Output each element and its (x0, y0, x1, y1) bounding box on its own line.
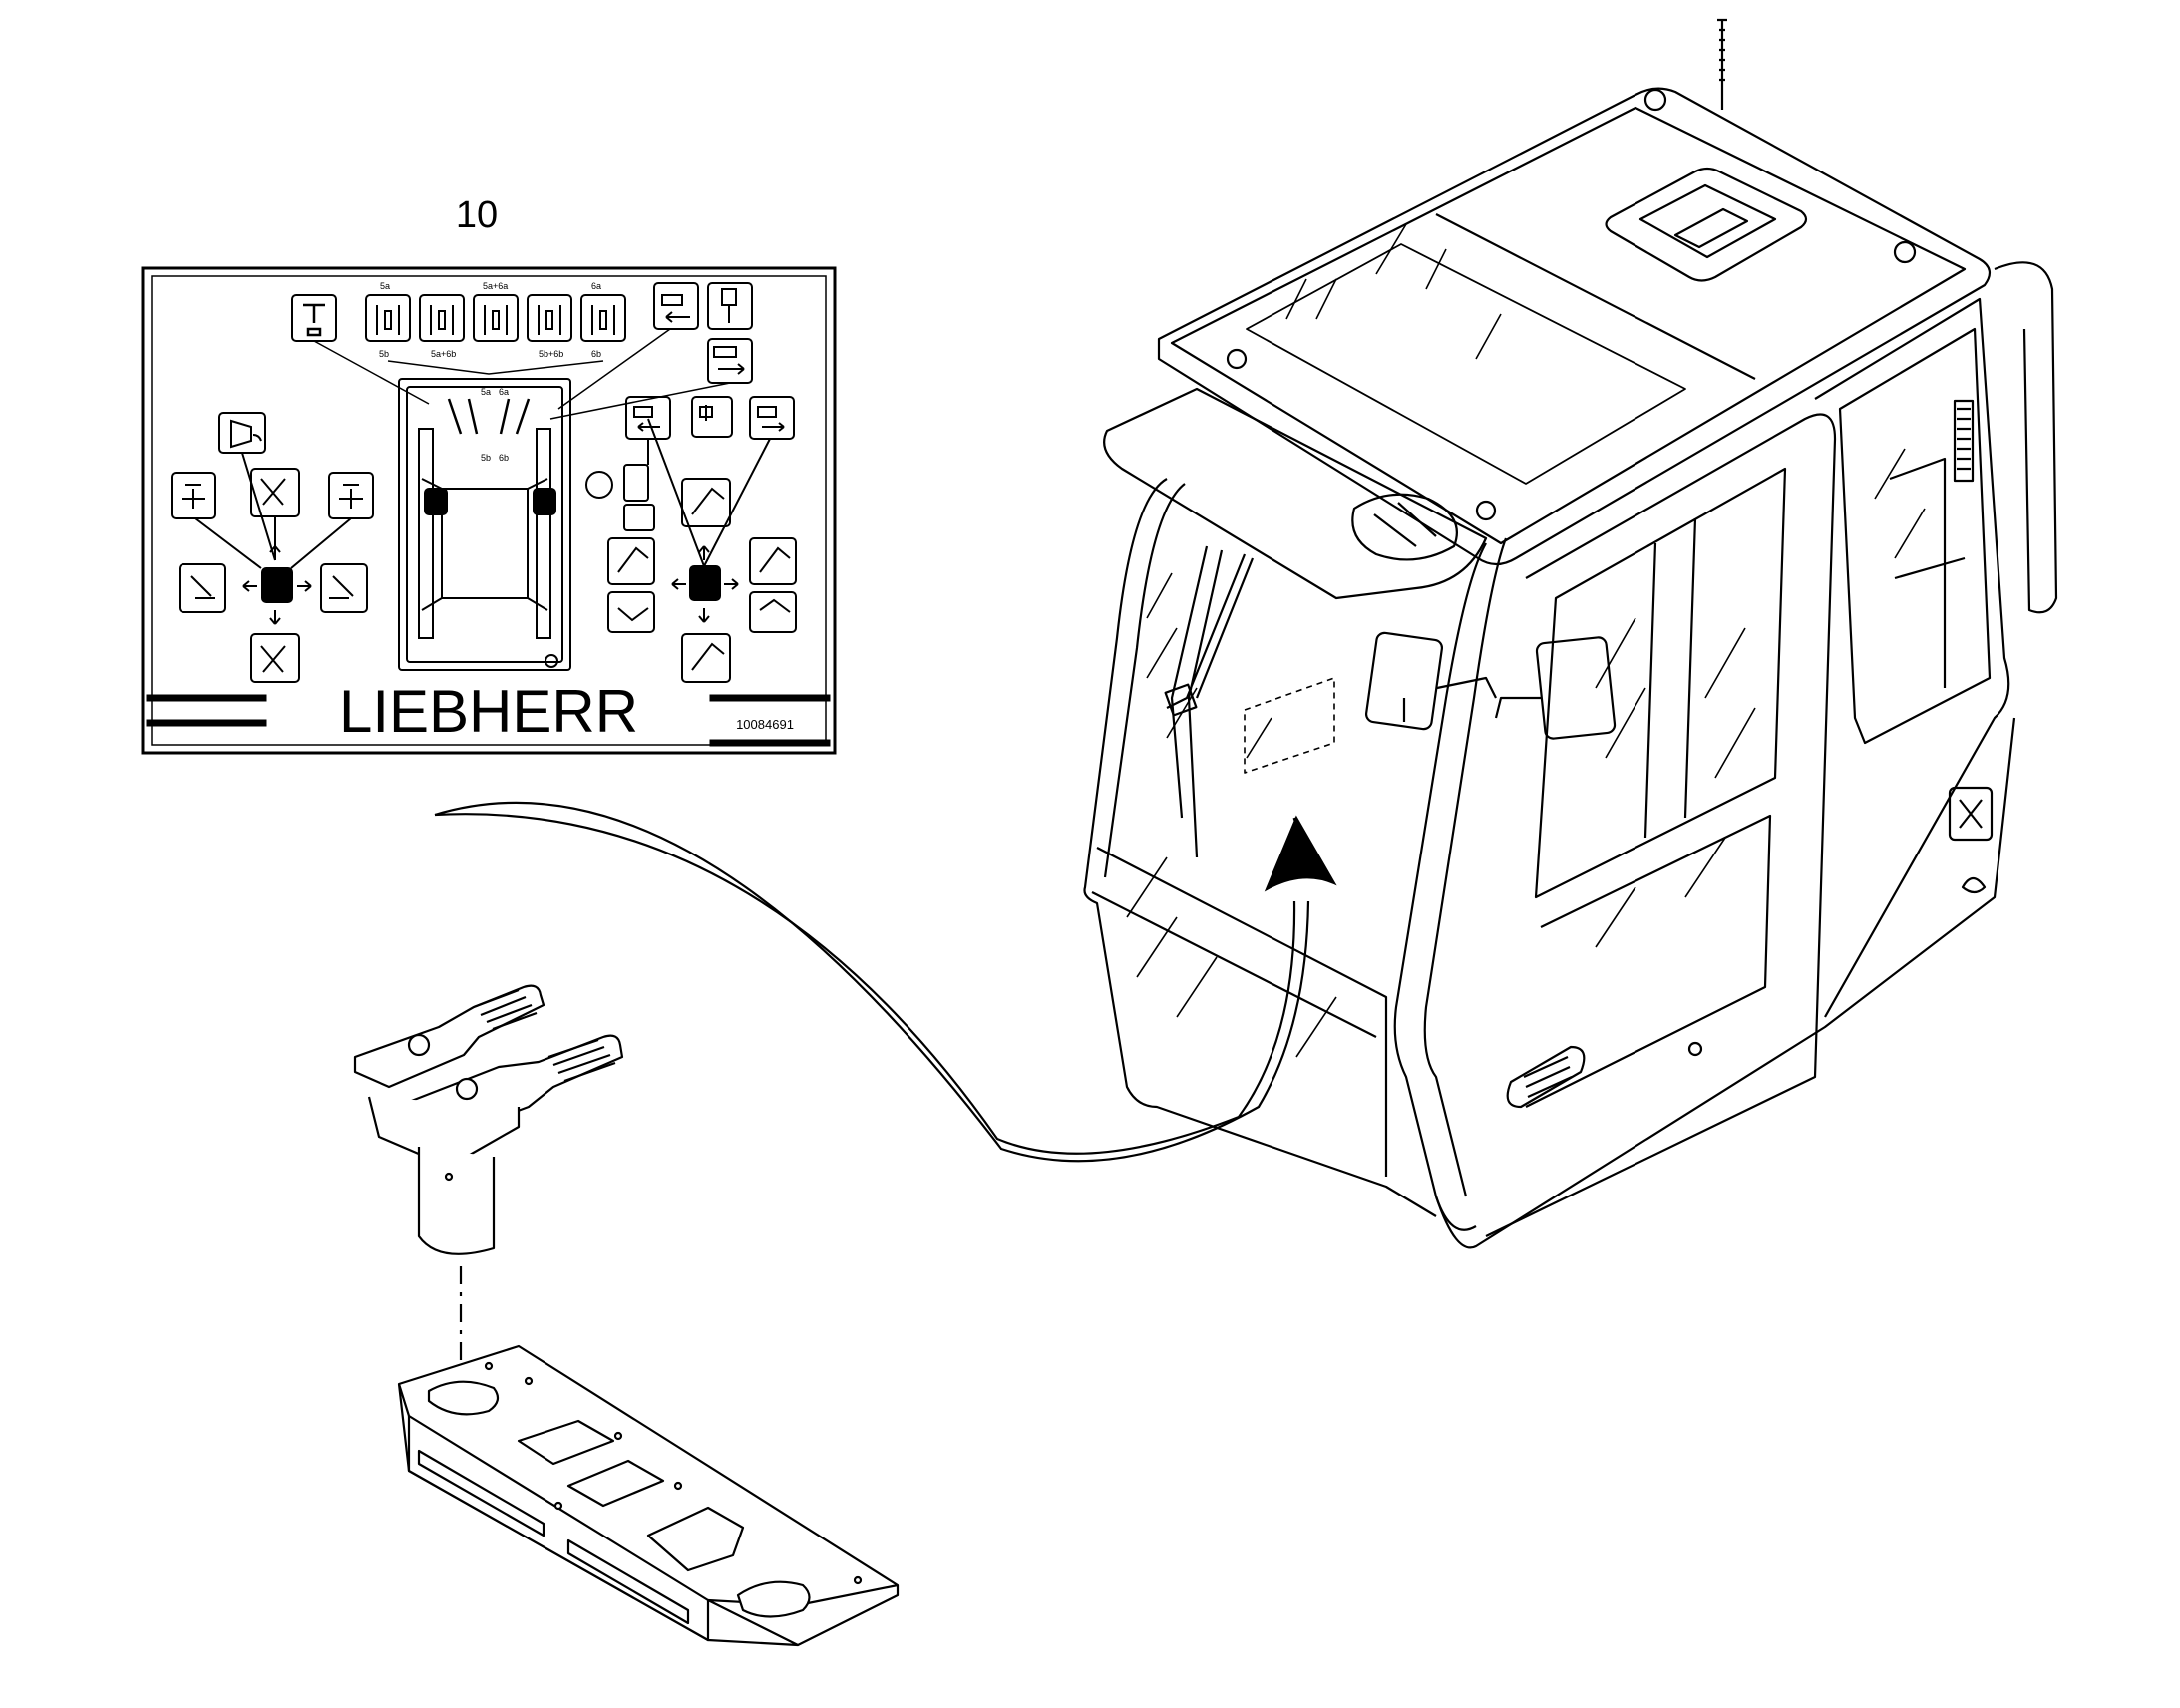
tiny-label: 5b (481, 453, 491, 463)
pedal-post (417, 1147, 496, 1255)
connector-lines (313, 328, 731, 420)
cab-rear-side (1814, 297, 2010, 1018)
symbol-boom-right-icon (320, 563, 368, 613)
tiny-label: 5a (481, 387, 491, 397)
brand-logo-text: LIEBHERR (339, 678, 638, 745)
symbol-cylinder-left2-icon (691, 396, 733, 438)
symbol-bucket-left-icon (607, 537, 655, 585)
grab-handle (1994, 261, 2058, 614)
tiny-label: 6b (591, 349, 601, 359)
front-window-frame (1083, 478, 1437, 1217)
tiny-label: 6b (499, 453, 509, 463)
symbol-boom-lower-icon (681, 633, 731, 683)
windshield-wiper (1166, 545, 1255, 858)
lift-eye (1226, 348, 1248, 370)
top-tiny-labels: 5a 5a+6a 6a 5b 5a+6b 5b+6b 6b (379, 281, 601, 359)
symbol-cylinder-right-icon (749, 396, 795, 440)
callout-number: 10 (456, 194, 498, 236)
symbol-stick-in-icon (250, 468, 300, 517)
symbol-boom-left-icon (179, 563, 226, 613)
symbol-bucket-close-icon (749, 591, 797, 633)
roof-hatch (1605, 167, 1808, 282)
symbol-aux-horizontal-icon (623, 504, 655, 531)
tiny-label: 5b (379, 349, 389, 359)
tiny-label: 6a (591, 281, 601, 291)
door-handle (1506, 1045, 1586, 1109)
decal-bar (146, 719, 267, 727)
symbol-cylinder-vertical-icon (707, 282, 753, 330)
tiny-label: 5a+6a (483, 281, 508, 291)
pedal-assembly (353, 984, 624, 1396)
machine-top-view (398, 378, 571, 671)
symbol-stick-out-icon (250, 633, 300, 683)
tiny-label: 5a (380, 281, 390, 291)
pedal-left (353, 984, 545, 1089)
part-number: 10084691 (736, 717, 794, 732)
tiny-label: 6a (499, 387, 509, 397)
cab-door (1485, 413, 1837, 1237)
symbol-cylinder-retract-icon (653, 282, 699, 330)
left-joystick-icon (261, 567, 293, 603)
decal-border-inner (151, 275, 827, 746)
symbol-track-reverse-icon (580, 294, 626, 342)
symbol-bucket-stick-icon (681, 478, 731, 527)
symbol-track-counter-icon (527, 294, 572, 342)
symbol-track-turn-icon (419, 294, 465, 342)
decal-bar (709, 694, 831, 702)
right-mirror (1535, 636, 1617, 740)
symbol-track-both-icon (473, 294, 519, 342)
leader-arrowhead (1264, 815, 1337, 892)
tiny-label: 5a+6b (431, 349, 456, 359)
operator-cab (1083, 18, 2058, 1249)
decal-bar (709, 739, 831, 747)
symbol-bucket-open-icon (607, 591, 655, 633)
rear-badge (1948, 786, 1994, 842)
lift-eye (1475, 500, 1497, 521)
tiny-label: 5b+6b (539, 349, 563, 359)
decal-border-outer (141, 266, 837, 755)
decal-location-outline (1244, 677, 1335, 774)
symbol-aux-vertical-icon (623, 464, 649, 502)
lift-eye (1643, 88, 1667, 112)
right-joystick-diagram (585, 396, 797, 683)
center-tiny-labels: 5a 6a 5b 6b (481, 387, 509, 463)
sun-visor (1103, 387, 1488, 600)
symbol-track-forward-icon (365, 294, 411, 342)
glass-hatching (1126, 223, 1926, 1058)
left-joystick-diagram (171, 412, 374, 683)
leader-lines (434, 801, 1337, 1163)
antenna (1717, 18, 1727, 110)
symbol-cylinder-extend-icon (707, 338, 753, 384)
symbol-swing-left-icon (171, 472, 216, 519)
decal-panel: 5a 5a+6a 6a 5b 5a+6b 5b+6b 6b 5a 6a 5b (141, 266, 837, 755)
symbol-bucket-right-icon (749, 537, 797, 585)
lift-eye (1893, 240, 1917, 264)
floor-plate (397, 1344, 900, 1647)
left-mirror (1364, 631, 1444, 731)
cab-roof (1157, 87, 1992, 566)
decal-bar (146, 694, 267, 702)
leader-arrowhead-body (1292, 817, 1316, 878)
symbol-horn-icon (218, 412, 266, 454)
right-joystick-icon (689, 565, 721, 601)
travel-pedal-symbols (291, 282, 753, 384)
